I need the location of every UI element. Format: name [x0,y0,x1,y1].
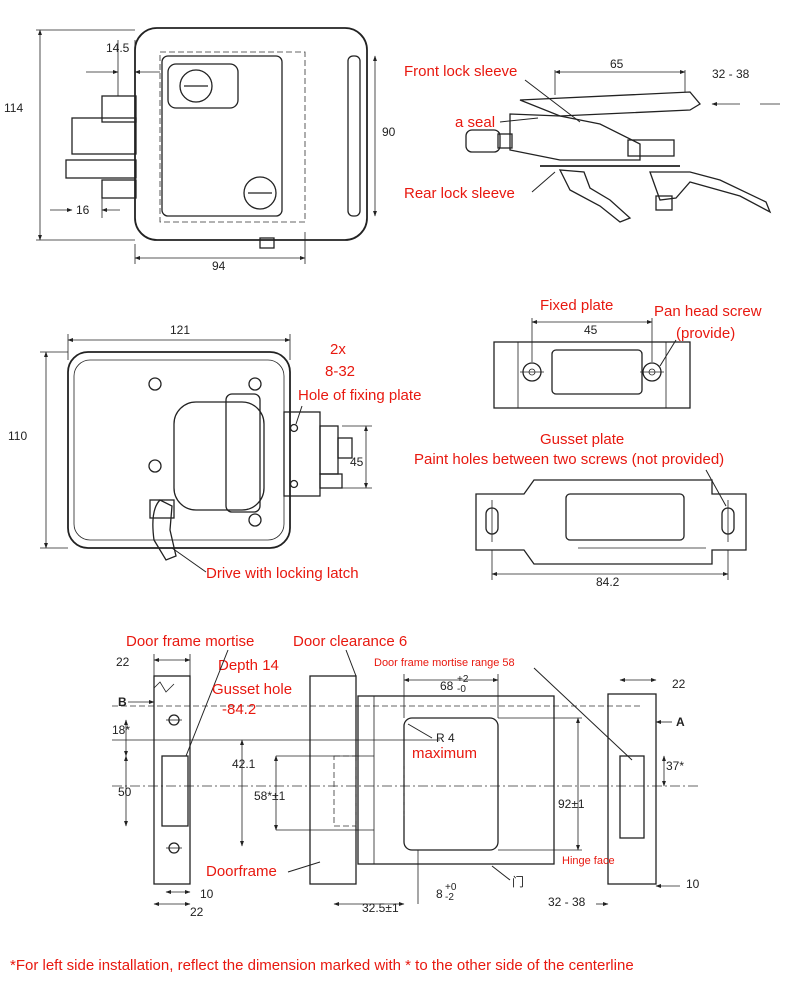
dim-22-bottom-left: 22 [190,905,204,919]
label-gusset-hole: Gusset hole [212,681,292,698]
dim-22-top-left: 22 [116,655,130,669]
label-2x: 2x [330,341,346,358]
dim-68-tol-dn: -0 [457,684,466,695]
label-maximum: maximum [412,745,477,762]
dim-121: 121 [170,323,190,337]
dim-32-38-bottom: 32 - 38 [548,895,586,909]
dim-22-top-right: 22 [672,677,686,691]
label-a-seal: a seal [455,114,495,131]
dim-8: 8 [436,887,443,901]
dim-94: 94 [212,259,226,273]
label-depth-14: Depth 14 [218,657,279,674]
side-view-lock: 65 32 - 38 Front lock sleeve a seal Rear… [404,57,780,223]
label-drive-with-locking-latch: Drive with locking latch [206,565,359,582]
dim-37: 37* [666,759,684,773]
label-door-frame-mortise: Door frame mortise [126,633,254,650]
dim-10-left: 10 [200,887,214,901]
label-8-32: 8-32 [325,363,355,380]
dim-42-1: 42.1 [232,757,256,771]
dim-84-2: 84.2 [596,575,620,589]
label-gusset-hole-value: -84.2 [222,701,256,718]
back-view-lock: 121 110 45 2x 8-32 Hole of fixing plate … [8,323,421,582]
dim-14-5: 14.5 [106,41,130,55]
dim-58: 58*±1 [254,789,286,803]
label-door-clearance: Door clearance 6 [293,633,407,650]
label-mortise-range: Door frame mortise range 58 [374,657,515,669]
label-gusset-plate: Gusset plate [540,431,624,448]
label-doorframe: Doorframe [206,863,277,880]
dim-114: 114 [4,101,23,115]
dim-32-38: 32 - 38 [712,67,750,81]
fixed-plate-drawing: Fixed plate Pan head screw (provide) 45 [493,297,762,409]
dim-45-fixed: 45 [584,323,598,337]
label-front-lock-sleeve: Front lock sleeve [404,63,517,80]
dim-68: 68 [440,679,454,693]
footer-note: *For left side installation, reflect the… [10,957,634,974]
label-provide: (provide) [676,325,735,342]
dim-16: 16 [76,203,90,217]
front-view-lock: 114 14.5 90 16 94 [4,27,396,273]
label-rear-lock-sleeve: Rear lock sleeve [404,185,515,202]
dim-65: 65 [610,57,624,71]
dim-18: 18* [112,723,130,737]
dim-110: 110 [8,429,27,443]
dim-50: 50 [118,785,132,799]
label-pan-head-screw: Pan head screw [654,303,762,320]
label-r4: R 4 [436,731,455,745]
dim-32-5: 32.5±1 [362,901,399,915]
dim-10-right: 10 [686,877,700,891]
dim-8-tol-dn: -2 [445,892,454,903]
mark-b: B [118,695,127,709]
gusset-plate-drawing: Gusset plate Paint holes between two scr… [414,431,747,589]
label-fixed-plate: Fixed plate [540,297,613,314]
dim-90: 90 [382,125,396,139]
label-door-char: 门 [512,874,524,889]
label-hinge-face: Hinge face [562,855,615,867]
label-paint-holes: Paint holes between two screws (not prov… [414,451,724,468]
dim-45-back: 45 [350,455,364,469]
mark-a: A [676,715,685,729]
label-hole-of-fixing-plate: Hole of fixing plate [298,387,421,404]
dim-8-tol-up: +0 [445,882,457,893]
installation-diagram: 22 B 18* 50 42.1 58*±1 68 +2 -0 92±1 8 +… [112,633,700,919]
dim-92: 92±1 [558,797,585,811]
